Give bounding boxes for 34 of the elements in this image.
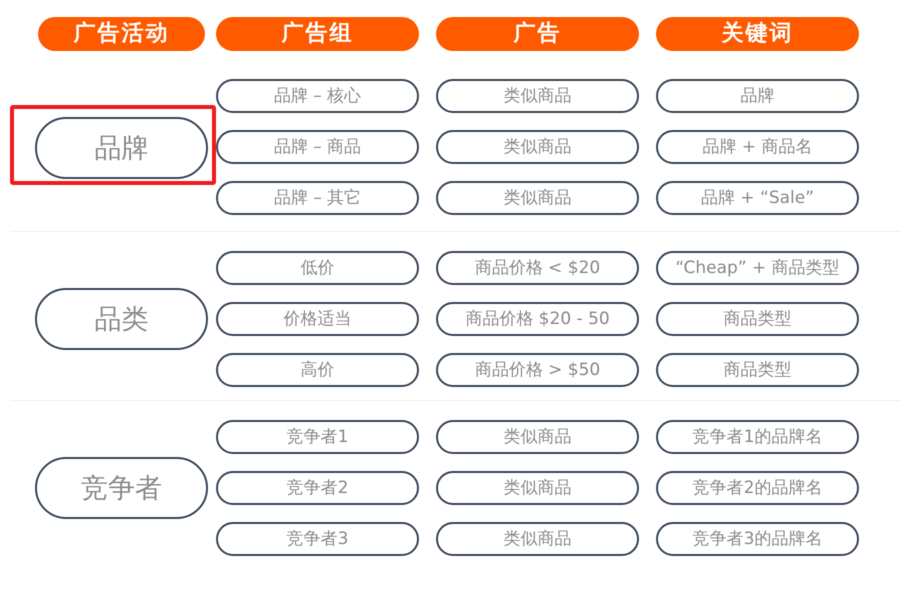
ad-pill: 类似商品 xyxy=(436,420,639,454)
ad-group-pill: 竞争者1 xyxy=(216,420,419,454)
ad-pill: 类似商品 xyxy=(436,471,639,505)
keyword-pill: 商品类型 xyxy=(656,353,859,387)
ad-pill: 类似商品 xyxy=(436,181,639,215)
column-header: 广告 xyxy=(436,17,639,51)
ad-group-pill: 低价 xyxy=(216,251,419,285)
keyword-pill: 品牌 + 商品名 xyxy=(656,130,859,164)
ad-pill: 类似商品 xyxy=(436,522,639,556)
ad-group-pill: 品牌 – 其它 xyxy=(216,181,419,215)
ad-group-pill: 竞争者3 xyxy=(216,522,419,556)
keyword-pill: 竞争者3的品牌名 xyxy=(656,522,859,556)
ad-group-pill: 竞争者2 xyxy=(216,471,419,505)
column-header: 广告活动 xyxy=(38,17,205,51)
ad-pill: 商品价格 > $50 xyxy=(436,353,639,387)
keyword-pill: 竞争者1的品牌名 xyxy=(656,420,859,454)
keyword-pill: 品牌 + “Sale” xyxy=(656,181,859,215)
ad-pill: 类似商品 xyxy=(436,79,639,113)
ad-pill: 商品价格 $20 - 50 xyxy=(436,302,639,336)
keyword-pill: “Cheap” + 商品类型 xyxy=(656,251,859,285)
ad-group-pill: 高价 xyxy=(216,353,419,387)
keyword-pill: 竞争者2的品牌名 xyxy=(656,471,859,505)
campaign-pill: 品类 xyxy=(35,288,208,350)
column-header: 关键词 xyxy=(656,17,859,51)
ad-pill: 类似商品 xyxy=(436,130,639,164)
ad-pill: 商品价格 < $20 xyxy=(436,251,639,285)
campaign-pill: 竞争者 xyxy=(35,457,208,519)
keyword-pill: 品牌 xyxy=(656,79,859,113)
column-header: 广告组 xyxy=(216,17,419,51)
keyword-pill: 商品类型 xyxy=(656,302,859,336)
ad-group-pill: 品牌 – 核心 xyxy=(216,79,419,113)
ad-group-pill: 品牌 – 商品 xyxy=(216,130,419,164)
ad-group-pill: 价格适当 xyxy=(216,302,419,336)
campaign-pill: 品牌 xyxy=(35,117,208,179)
